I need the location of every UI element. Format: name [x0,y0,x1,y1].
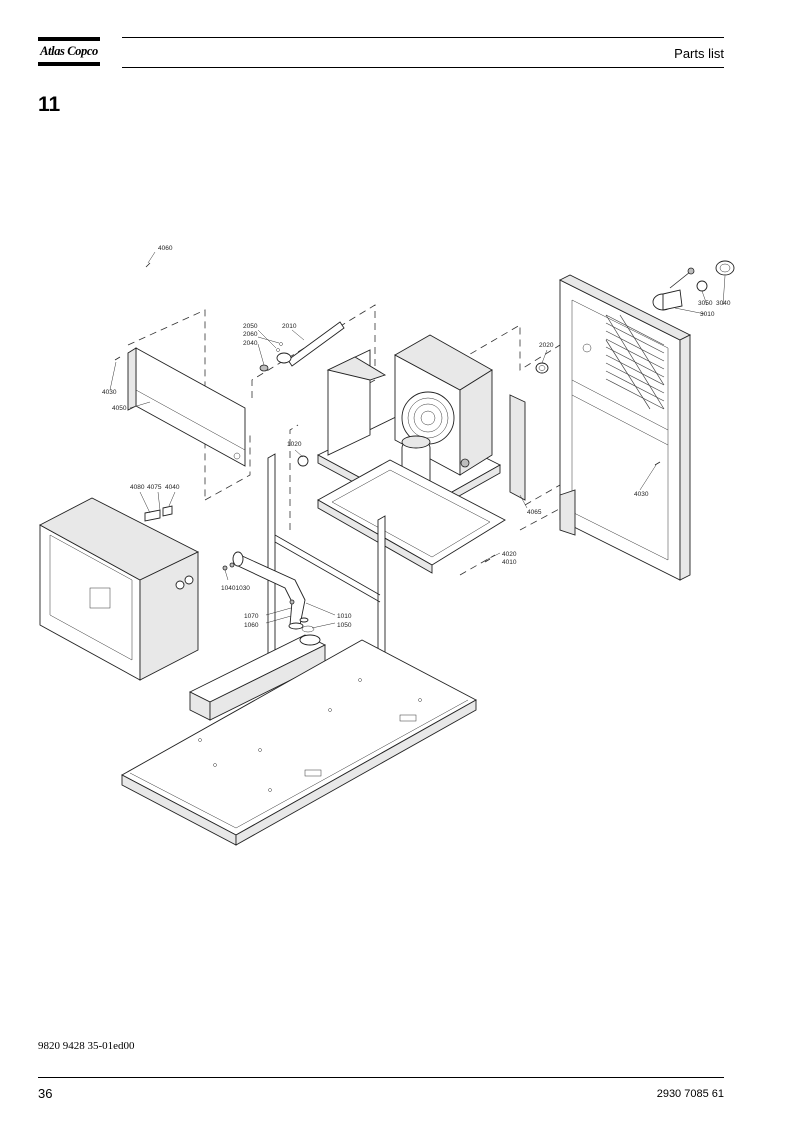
callout-4060: 4060 [158,245,173,252]
top-panel-4050 [127,347,246,467]
drain-channel [188,634,327,721]
callout-1050: 1050 [337,622,352,629]
side-bracket-4065 [509,394,526,501]
page-number: 36 [38,1086,53,1101]
header-rule-bottom [122,67,724,68]
callout-2040: 2040 [243,340,258,347]
callout-1020: 1020 [287,441,302,448]
refrigeration-unit [317,334,501,519]
logo-text: Atlas Copco [40,44,98,58]
base-plate [121,639,477,846]
atlas-copco-logo: Atlas Copco [38,37,100,67]
callout-3050: 3050 [698,300,713,307]
callout-4040: 4040 [165,484,180,491]
fitting-2020 [535,362,549,374]
callout-1010: 1010 [337,613,352,620]
footer-rule [38,1077,724,1078]
callout-4020: 4020 [502,551,517,558]
callout-2050: 2050 [243,323,258,330]
callout-1060: 1060 [244,622,259,629]
callout-2060: 2060 [243,331,258,338]
pipe-2010 [259,321,345,372]
callout-4030-left: 4030 [102,389,117,396]
frame-4020 [317,459,506,574]
document-code: 9820 9428 35-01ed00 [38,1040,135,1052]
small-hardware [114,262,661,623]
exploded-parts-drawing: 4060 2050 2060 2040 2010 2020 3050 3040 … [39,245,735,846]
part-number: 2930 7085 61 [656,1088,724,1100]
callout-10401030: 10401030 [221,585,250,592]
logo-bar-top [38,37,100,41]
callout-4010: 4010 [502,559,517,566]
callout-2010: 2010 [282,323,297,330]
pipe-assembly-1010 [232,551,315,633]
callout-3040: 3040 [716,300,731,307]
section-number: 11 [38,93,61,116]
leader-lines [109,251,726,629]
callout-4050: 4050 [112,405,127,412]
callout-4080: 4080 [130,484,145,491]
logo-bar-bottom [38,62,100,66]
callout-3010: 3010 [700,311,715,318]
callout-4065: 4065 [527,509,542,516]
callout-1070: 1070 [244,613,259,620]
ball-valve-3010 [652,260,735,311]
callout-4075: 4075 [147,484,162,491]
callout-labels: 4060 2050 2060 2040 2010 2020 3050 3040 … [102,245,731,629]
right-door-panel [558,274,692,581]
page-header-title: Parts list [674,46,724,61]
header-rule-top [122,37,724,38]
electrical-cabinet [39,497,200,681]
callout-2020: 2020 [539,342,554,349]
callout-4030-right: 4030 [634,491,649,498]
